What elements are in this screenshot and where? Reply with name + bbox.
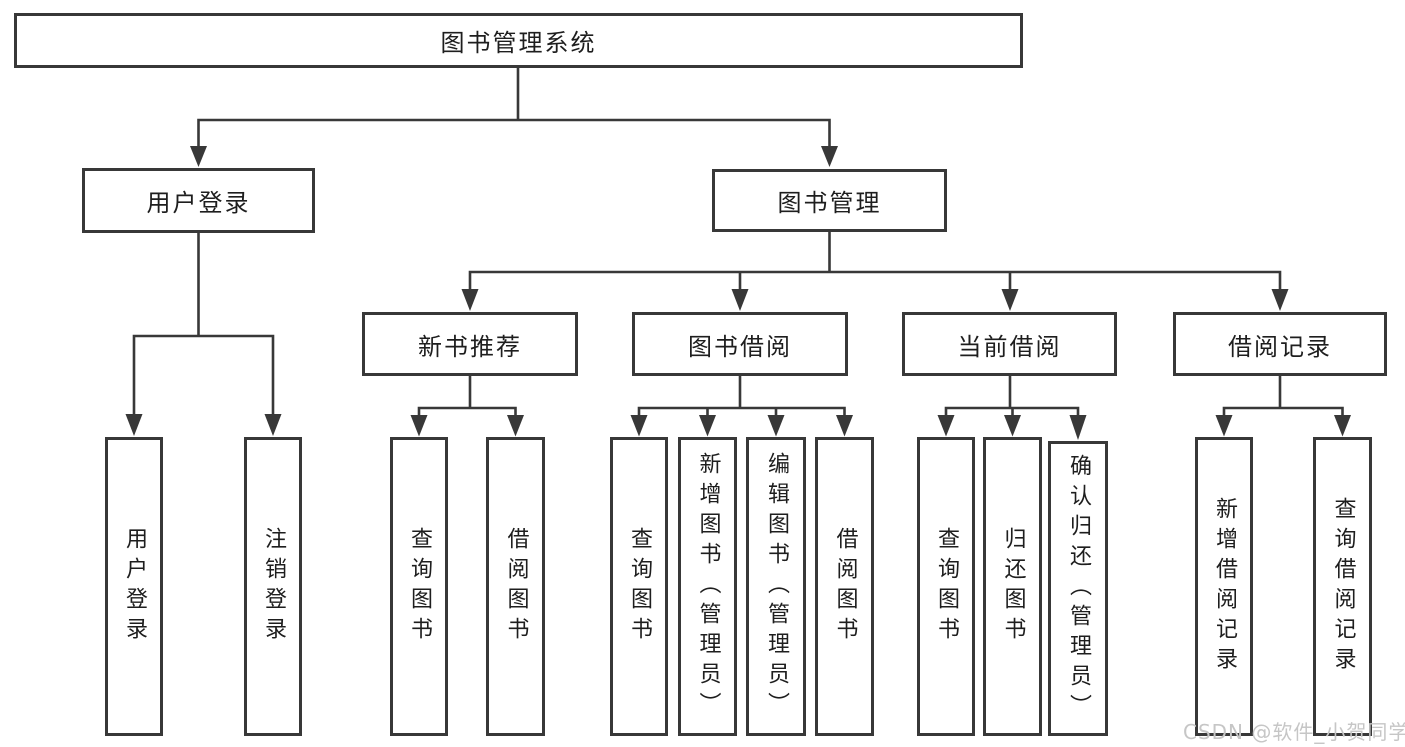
- node-new-book-recommend: 新书推荐: [362, 312, 578, 376]
- node-borrow-records: 借阅记录: [1173, 312, 1387, 376]
- node-logout-action: 注销登录: [244, 437, 302, 736]
- node-current-borrow: 当前借阅: [902, 312, 1117, 376]
- node-query-book-borrow: 查询图书: [610, 437, 668, 736]
- node-edit-book-admin: 编辑图书（管理员）: [746, 437, 806, 736]
- node-add-borrow-record: 新增借阅记录: [1195, 437, 1253, 736]
- node-add-book-admin: 新增图书（管理员）: [678, 437, 737, 736]
- node-borrow-book-action: 借阅图书: [815, 437, 874, 736]
- node-book-management: 图书管理: [712, 169, 947, 232]
- node-query-borrow-record: 查询借阅记录: [1313, 437, 1372, 736]
- node-return-book: 归还图书: [983, 437, 1042, 736]
- node-borrow-book-recommend: 借阅图书: [486, 437, 545, 736]
- node-book-borrow: 图书借阅: [632, 312, 848, 376]
- node-query-book-current: 查询图书: [917, 437, 975, 736]
- node-confirm-return-admin: 确认归还（管理员）: [1048, 441, 1108, 736]
- node-user-login: 用户登录: [82, 168, 315, 233]
- node-library-management-system: 图书管理系统: [14, 13, 1023, 68]
- node-user-login-action: 用户登录: [105, 437, 163, 736]
- node-query-book-recommend: 查询图书: [390, 437, 448, 736]
- csdn-watermark: CSDN @软件_小贺同学: [1183, 720, 1405, 744]
